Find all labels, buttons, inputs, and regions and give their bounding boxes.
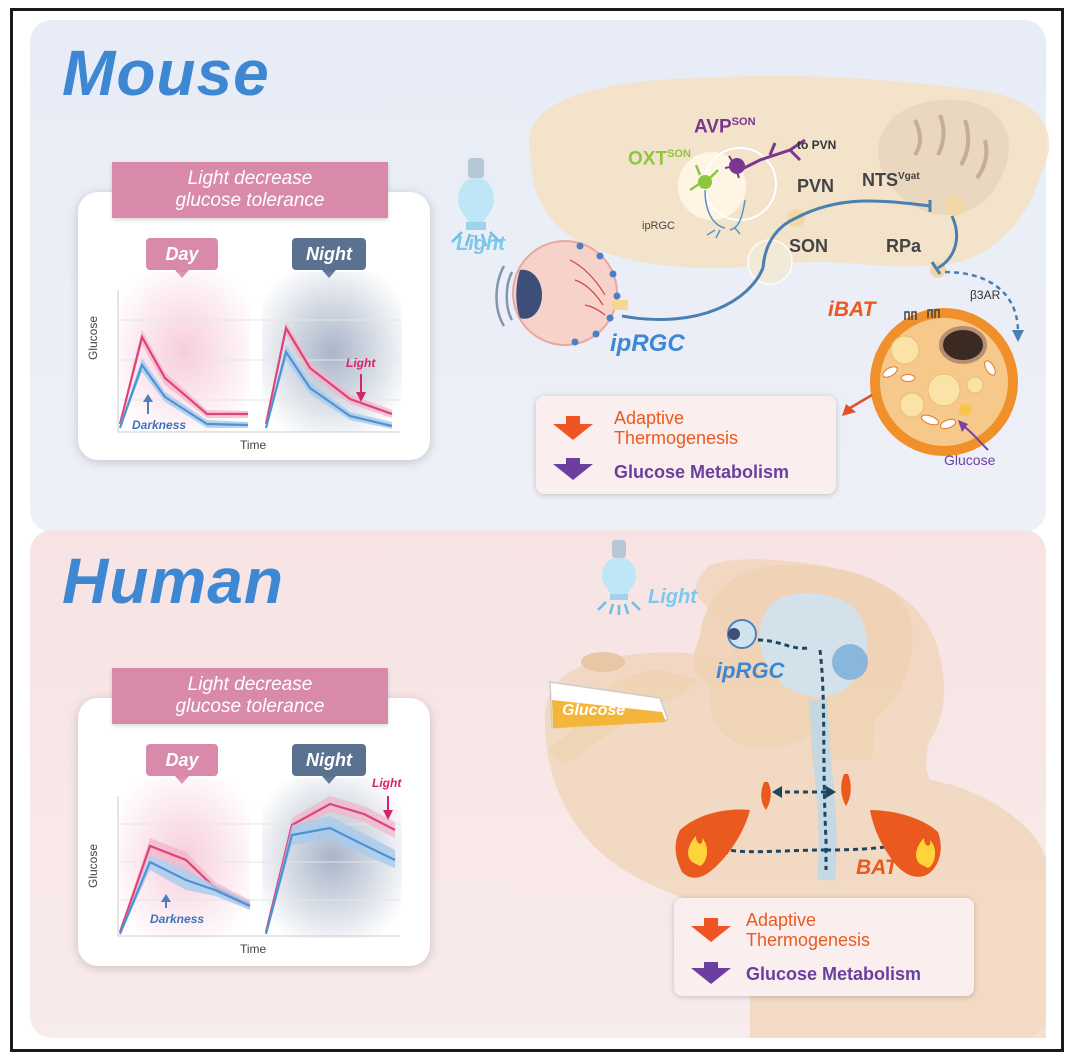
nts-region (945, 196, 965, 216)
left-neck-bat (761, 782, 771, 810)
iprgc-inset-label: ipRGC (642, 220, 676, 232)
human-eye-icon (727, 619, 757, 649)
nts-vgat-label: NTSVgat (862, 170, 920, 190)
cerebellum-icon (877, 99, 1009, 216)
avp-son-label: AVPSON (694, 116, 756, 138)
ibat-output-arrow (849, 393, 873, 410)
pvn-to-nts-pathway (761, 199, 931, 269)
mouse-card-title-line2: glucose tolerance (175, 190, 325, 211)
avp-neuron-icon (729, 158, 745, 174)
mouse-light-source-label: Light (456, 233, 505, 255)
eye-icon (495, 240, 628, 346)
rpa-to-ibat-pathway (944, 270, 1020, 333)
mouse-title: Mouse (62, 37, 270, 109)
cerebellum-human-icon (832, 644, 868, 680)
human-bulb-icon (597, 540, 641, 615)
human-night-dark-series (264, 826, 396, 935)
human-light-chart-label: Light (372, 776, 402, 790)
b3ar-label: β3AR (970, 288, 1001, 302)
left-flame-icon (688, 836, 708, 866)
human-card-title-line1: Light decrease (187, 674, 313, 695)
mouse-bulb-icon (451, 158, 501, 248)
mouse-night-pill: Night (292, 238, 366, 270)
human-light-label: Light (648, 586, 697, 608)
human-title: Human (62, 545, 284, 617)
human-hand (581, 652, 625, 672)
mouse-night-light-series (264, 325, 393, 425)
ibat-label: iBAT (828, 298, 876, 321)
human-glucose-down-arrow (691, 962, 731, 984)
right-flame-icon (916, 838, 936, 868)
human-card-title-line2: glucose tolerance (175, 696, 325, 717)
mouse-day-light-series (118, 334, 248, 425)
mouse-x-label: Time (240, 438, 267, 452)
mouse-light-label: Light (346, 356, 376, 370)
son-label: SON (789, 236, 829, 256)
rpa-label: RPa (886, 236, 922, 256)
son-neuron-inset (678, 152, 746, 220)
human-bat-label: BAT (856, 856, 898, 879)
human-thermo-down-arrow (691, 918, 731, 942)
nts-to-rpa-pathway (937, 215, 959, 270)
to-pvn-label: to PVN (797, 138, 837, 152)
human-outcome-box (674, 898, 974, 996)
mouse-glucose-label: Glucose (944, 452, 996, 468)
pvn-label: PVN (797, 176, 835, 196)
human-glucose-metab-label: Glucose Metabolism (746, 964, 922, 984)
mouse-outcome-box (536, 396, 836, 494)
mouse-thermo-down-arrow (553, 416, 593, 440)
mouse-glucose-metab-label: Glucose Metabolism (614, 462, 790, 482)
mouse-glucose-down-arrow (553, 458, 593, 480)
human-glucose-glass-label: Glucose (562, 702, 626, 719)
human-iprgc-label: ipRGC (716, 658, 785, 683)
mouse-darkness-label: Darkness (132, 418, 187, 432)
human-darkness-label: Darkness (150, 912, 205, 926)
mouse-night-dark-series (264, 349, 393, 429)
glucose-glass-icon (549, 681, 670, 729)
mouse-day-pill: Day (146, 238, 218, 270)
human-eye-to-brain-pathway (757, 638, 809, 650)
mouse-card-title-line1: Light decrease (187, 168, 313, 189)
mouse-iprgc-label: ipRGC (610, 330, 685, 357)
oxt-son-label: OXTSON (628, 148, 691, 170)
oxt-neuron-icon (698, 175, 712, 189)
ibat-cell-icon (870, 308, 1018, 456)
human-day-dark-series (118, 860, 251, 935)
human-day-pill: Day (146, 744, 218, 776)
right-neck-bat (841, 774, 851, 806)
human-right-bat-pathway (825, 840, 911, 852)
human-night-pill: Night (292, 744, 366, 776)
retina-to-son-pathway (621, 267, 765, 321)
mouse-day-dark-series (118, 362, 249, 429)
human-spinal-pathway (818, 649, 828, 870)
human-x-label: Time (240, 942, 267, 956)
